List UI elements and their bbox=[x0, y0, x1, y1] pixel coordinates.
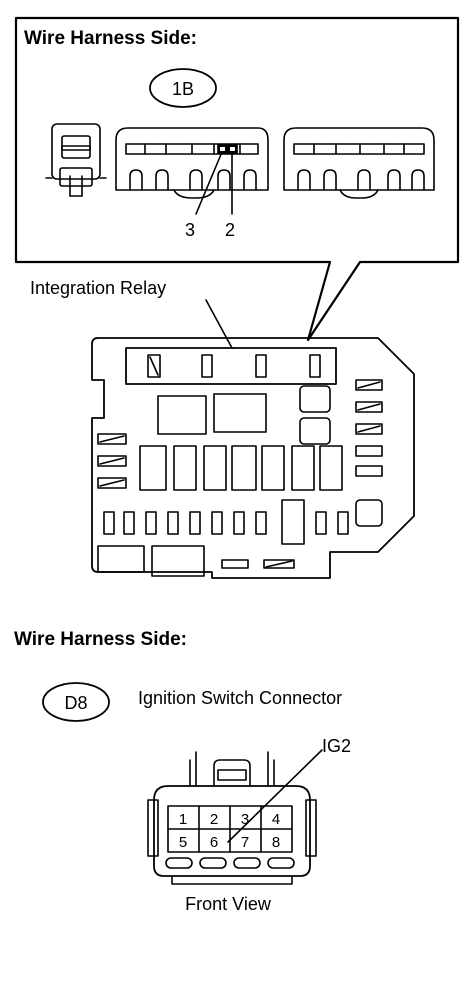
pin-5: 5 bbox=[179, 834, 187, 851]
pin-7: 7 bbox=[241, 834, 249, 851]
pin-1: 1 bbox=[179, 811, 187, 828]
connector-d8-id: D8 bbox=[64, 693, 87, 713]
relay-block-outline bbox=[91, 337, 415, 579]
pin-4: 4 bbox=[272, 811, 280, 828]
pin-3: 3 bbox=[241, 811, 249, 828]
pin-8: 8 bbox=[272, 834, 280, 851]
pin-label-2: 2 bbox=[225, 220, 235, 240]
connector-1b-id: 1B bbox=[172, 79, 194, 99]
pin-6: 6 bbox=[210, 834, 218, 851]
top-callout-box bbox=[14, 16, 460, 342]
relay-connector-band bbox=[125, 347, 337, 385]
small-connector-drawing bbox=[45, 123, 107, 197]
connector-d8-badge: D8 bbox=[42, 682, 110, 722]
top-heading: Wire Harness Side: bbox=[24, 28, 197, 49]
ig2-terminal-label: IG2 bbox=[322, 736, 351, 756]
integration-relay-leader bbox=[205, 299, 233, 349]
pin-2: 2 bbox=[210, 811, 218, 828]
relay-block-components bbox=[97, 379, 383, 577]
ignition-switch-connector-drawing bbox=[147, 751, 317, 885]
ig2-leader-line bbox=[227, 749, 323, 843]
right-connector-drawing bbox=[283, 127, 435, 199]
front-view-label: Front View bbox=[185, 894, 272, 914]
pin-leader-lines bbox=[195, 151, 233, 215]
connector-1b-drawing bbox=[115, 127, 269, 199]
pin-label-3: 3 bbox=[185, 220, 195, 240]
integration-relay-label: Integration Relay bbox=[30, 278, 166, 298]
connector-1b-badge: 1B bbox=[149, 68, 217, 108]
bottom-heading: Wire Harness Side: bbox=[14, 629, 187, 650]
ignition-switch-connector-label: Ignition Switch Connector bbox=[138, 688, 342, 708]
